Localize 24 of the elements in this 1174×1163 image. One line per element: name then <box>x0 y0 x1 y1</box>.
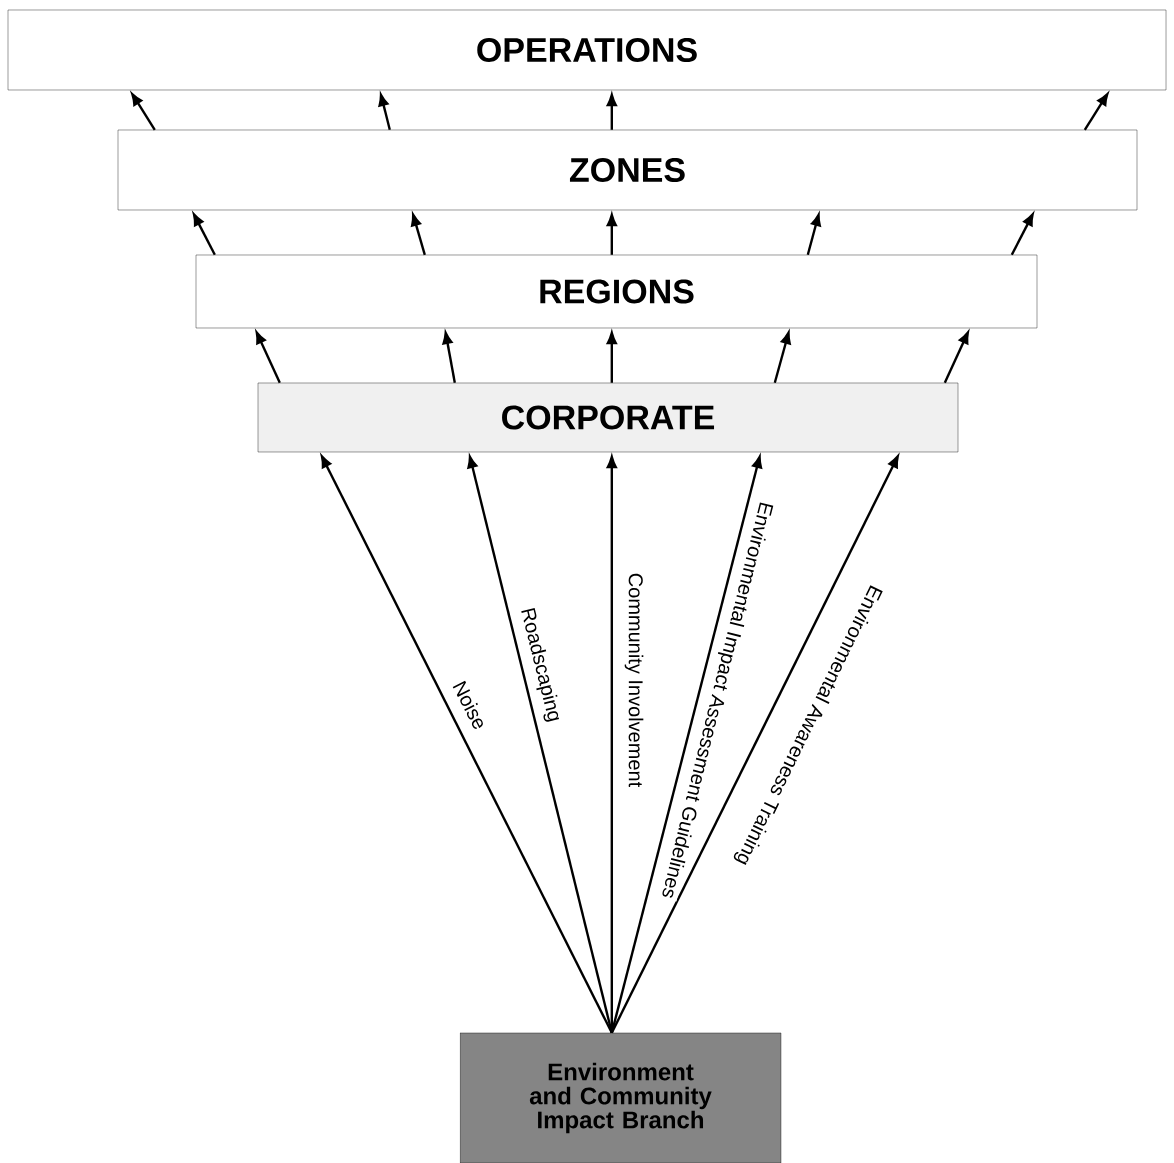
edge-label: Community Involvement <box>623 571 645 789</box>
arrow <box>255 331 281 384</box>
branch-box: Environment and Community Impact Branch <box>459 1032 782 1163</box>
arrow <box>442 331 456 383</box>
arrow <box>1010 213 1034 256</box>
edge-label: Noise <box>450 677 490 733</box>
arrow <box>606 93 617 130</box>
arrow <box>378 93 391 131</box>
level-box: ZONES <box>117 129 1138 211</box>
arrow <box>943 331 969 384</box>
arrow <box>131 93 156 131</box>
level-box: CORPORATE <box>257 382 959 453</box>
arrow <box>411 213 426 256</box>
arrow <box>610 455 763 1034</box>
arrow <box>467 455 613 1034</box>
arrow <box>606 331 617 383</box>
arrow <box>320 455 613 1034</box>
arrow <box>806 213 821 256</box>
arrow <box>606 213 617 255</box>
level-box: OPERATIONS <box>7 9 1167 91</box>
arrow <box>610 455 899 1034</box>
arrow <box>773 331 791 384</box>
arrow <box>192 213 216 256</box>
level-box: REGIONS <box>195 254 1038 329</box>
